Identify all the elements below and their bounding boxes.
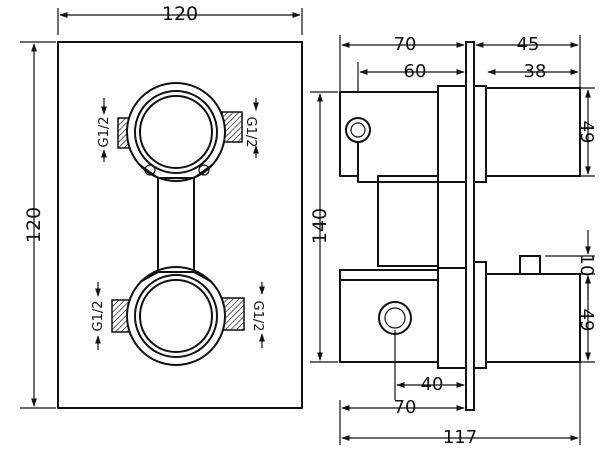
upper-valve-body <box>117 82 243 182</box>
lower-handle <box>485 273 581 363</box>
upper-body-block <box>339 91 439 183</box>
front-width-dimension: 120 <box>162 3 198 25</box>
lower-body-block <box>339 279 439 363</box>
dim-70-top: 70 <box>394 34 417 55</box>
front-view: 120 120 <box>20 3 303 409</box>
thread-markers: G1/2 G1/2 G1/2 G1/2 <box>91 98 265 350</box>
dim-45: 45 <box>517 34 540 55</box>
upper-port <box>345 117 371 143</box>
dim-40: 40 <box>421 374 444 395</box>
cover-plate <box>57 41 303 409</box>
thread-label-upper-left: G1/2 <box>97 117 112 148</box>
side-view: 70 45 60 38 49 10 49 140 40 70 117 <box>309 34 597 448</box>
dim-60: 60 <box>404 61 427 82</box>
dim-117: 117 <box>443 427 477 448</box>
thread-label-lower-right: G1/2 <box>250 301 265 332</box>
dim-49-bottom: 49 <box>576 309 597 332</box>
dim-49-top: 49 <box>576 121 597 144</box>
dim-38: 38 <box>524 61 547 82</box>
dim-70-bottom: 70 <box>394 397 417 418</box>
wall-plate <box>465 41 475 411</box>
dim-140: 140 <box>309 208 331 244</box>
lower-valve-body <box>111 266 245 366</box>
dim-10: 10 <box>576 254 597 277</box>
connecting-pipe <box>157 169 195 281</box>
front-height-dimension: 120 <box>23 207 45 243</box>
lower-indicator <box>519 255 541 275</box>
side-pipe <box>377 181 439 267</box>
lower-port <box>378 301 412 335</box>
thread-label-lower-left: G1/2 <box>91 301 106 332</box>
thread-label-upper-right: G1/2 <box>243 117 258 148</box>
upper-handle <box>485 87 581 177</box>
